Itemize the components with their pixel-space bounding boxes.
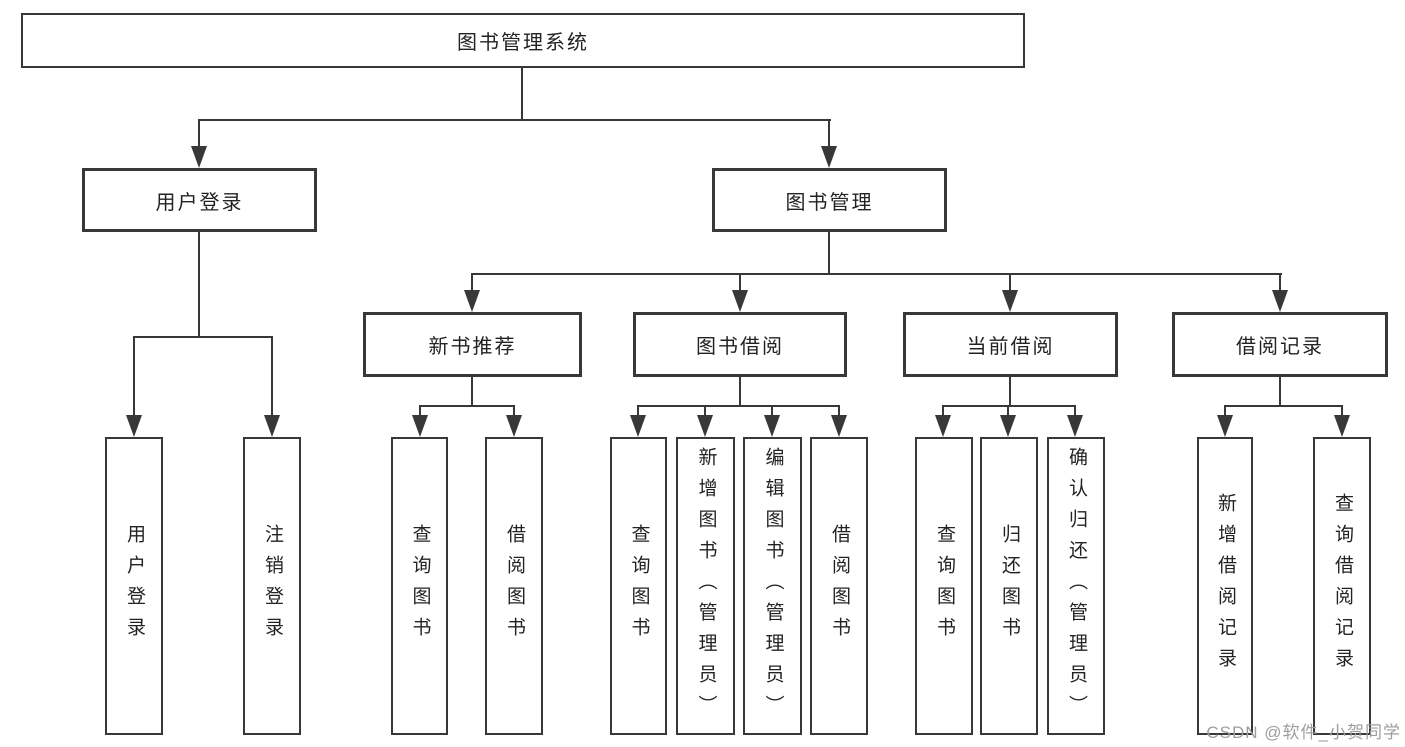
- connector-leaf-shaft: [704, 405, 706, 419]
- node-label: 查询借阅记录: [1332, 493, 1353, 679]
- connector-leaf-shaft: [942, 405, 944, 419]
- connector-leaf-shaft: [1007, 405, 1009, 419]
- arrowhead-icon: [1000, 415, 1016, 437]
- connector-leaf-shaft: [419, 405, 421, 419]
- node-label: 借阅图书: [829, 524, 850, 648]
- connector-cb-drop: [1009, 377, 1011, 407]
- connector-br-drop: [1279, 377, 1281, 407]
- connector-leaf-shaft: [838, 405, 840, 419]
- node-label: 查询图书: [934, 524, 955, 648]
- connector-nbr-drop: [471, 377, 473, 407]
- node-label: 用户登录: [155, 191, 244, 214]
- leaf-nbr-query-books: 查询图书: [391, 437, 448, 735]
- connector-userlogin-drop: [198, 232, 200, 338]
- connector-l3-shaft: [739, 273, 741, 293]
- connector-leaf-shaft: [637, 405, 639, 419]
- connector-l3-shaft: [1009, 273, 1011, 293]
- leaf-logout: 注销登录: [243, 437, 301, 735]
- leaf-cb-confirm-return-admin: 确认归还（管理员）: [1047, 437, 1105, 735]
- arrowhead-icon: [1334, 415, 1350, 437]
- connector-leaf-shaft: [1074, 405, 1076, 419]
- node-label: 新增借阅记录: [1215, 493, 1236, 679]
- connector-leaf-shaft: [1224, 405, 1226, 419]
- leaf-cb-return-books: 归还图书: [980, 437, 1038, 735]
- node-label: 当前借阅: [966, 336, 1055, 358]
- arrowhead-icon: [697, 415, 713, 437]
- connector-userlogin-bar: [133, 336, 273, 338]
- node-user-login: 用户登录: [82, 168, 317, 232]
- node-label: 查询图书: [409, 524, 431, 648]
- node-label: 查询图书: [628, 524, 650, 648]
- node-new-book-recommend: 新书推荐: [363, 312, 582, 377]
- node-label: 确认归还（管理员）: [1066, 446, 1087, 726]
- arrowhead-icon: [821, 146, 837, 168]
- leaf-br-query-record: 查询借阅记录: [1313, 437, 1371, 735]
- connector-nbr-bar: [419, 405, 515, 407]
- leaf-bb-edit-books-admin: 编辑图书（管理员）: [743, 437, 802, 735]
- connector-bookmgmt-drop: [828, 232, 830, 275]
- connector-userlogin-shaft: [198, 119, 200, 149]
- node-label: 借阅图书: [504, 524, 525, 648]
- node-label: 用户登录: [124, 524, 145, 648]
- arrowhead-icon: [506, 415, 522, 437]
- arrowhead-icon: [831, 415, 847, 437]
- node-label: 新书推荐: [428, 336, 517, 358]
- node-root-library-system: 图书管理系统: [21, 13, 1025, 68]
- node-book-borrow: 图书借阅: [633, 312, 847, 377]
- node-label: 编辑图书（管理员）: [762, 446, 784, 726]
- arrowhead-icon: [1217, 415, 1233, 437]
- node-label: 注销登录: [262, 524, 283, 648]
- arrowhead-icon: [732, 290, 748, 312]
- arrowhead-icon: [1272, 290, 1288, 312]
- node-label: 归还图书: [999, 524, 1020, 648]
- node-borrow-records: 借阅记录: [1172, 312, 1388, 377]
- connector-root-drop: [521, 68, 523, 120]
- arrowhead-icon: [630, 415, 646, 437]
- node-label: 图书管理: [785, 191, 874, 214]
- connector-bb-drop: [739, 377, 741, 407]
- arrowhead-icon: [1002, 290, 1018, 312]
- arrowhead-icon: [191, 146, 207, 168]
- arrowhead-icon: [935, 415, 951, 437]
- connector-leaf-shaft: [133, 336, 135, 417]
- connector-leaf-shaft: [771, 405, 773, 419]
- leaf-bb-borrow-books: 借阅图书: [810, 437, 868, 735]
- connector-br-bar: [1224, 405, 1343, 407]
- leaf-user-login: 用户登录: [105, 437, 163, 735]
- node-label: 图书管理系统: [457, 32, 589, 54]
- arrowhead-icon: [264, 415, 280, 437]
- arrowhead-icon: [764, 415, 780, 437]
- connector-leaf-shaft: [1341, 405, 1343, 419]
- connector-root-bar: [198, 119, 831, 121]
- leaf-cb-query-books: 查询图书: [915, 437, 973, 735]
- arrowhead-icon: [412, 415, 428, 437]
- connector-leaf-shaft: [513, 405, 515, 419]
- connector-l3-shaft: [1279, 273, 1281, 293]
- node-current-borrow: 当前借阅: [903, 312, 1118, 377]
- node-book-management: 图书管理: [712, 168, 947, 232]
- connector-l3-shaft: [471, 273, 473, 293]
- leaf-nbr-borrow-books: 借阅图书: [485, 437, 543, 735]
- arrowhead-icon: [1067, 415, 1083, 437]
- connector-bb-bar: [637, 405, 840, 407]
- leaf-bb-add-books-admin: 新增图书（管理员）: [676, 437, 735, 735]
- csdn-watermark: CSDN @软件_小贺同学: [1206, 723, 1401, 742]
- node-label: 图书借阅: [696, 336, 784, 358]
- connector-bookmgmt-shaft: [828, 119, 830, 149]
- connector-leaf-shaft: [271, 336, 273, 417]
- connector-bookmgmt-bar: [471, 273, 1282, 275]
- node-label: 新增图书（管理员）: [695, 446, 717, 726]
- arrowhead-icon: [126, 415, 142, 437]
- arrowhead-icon: [464, 290, 480, 312]
- leaf-bb-query-books: 查询图书: [610, 437, 667, 735]
- node-label: 借阅记录: [1236, 336, 1324, 358]
- leaf-br-add-record: 新增借阅记录: [1197, 437, 1253, 735]
